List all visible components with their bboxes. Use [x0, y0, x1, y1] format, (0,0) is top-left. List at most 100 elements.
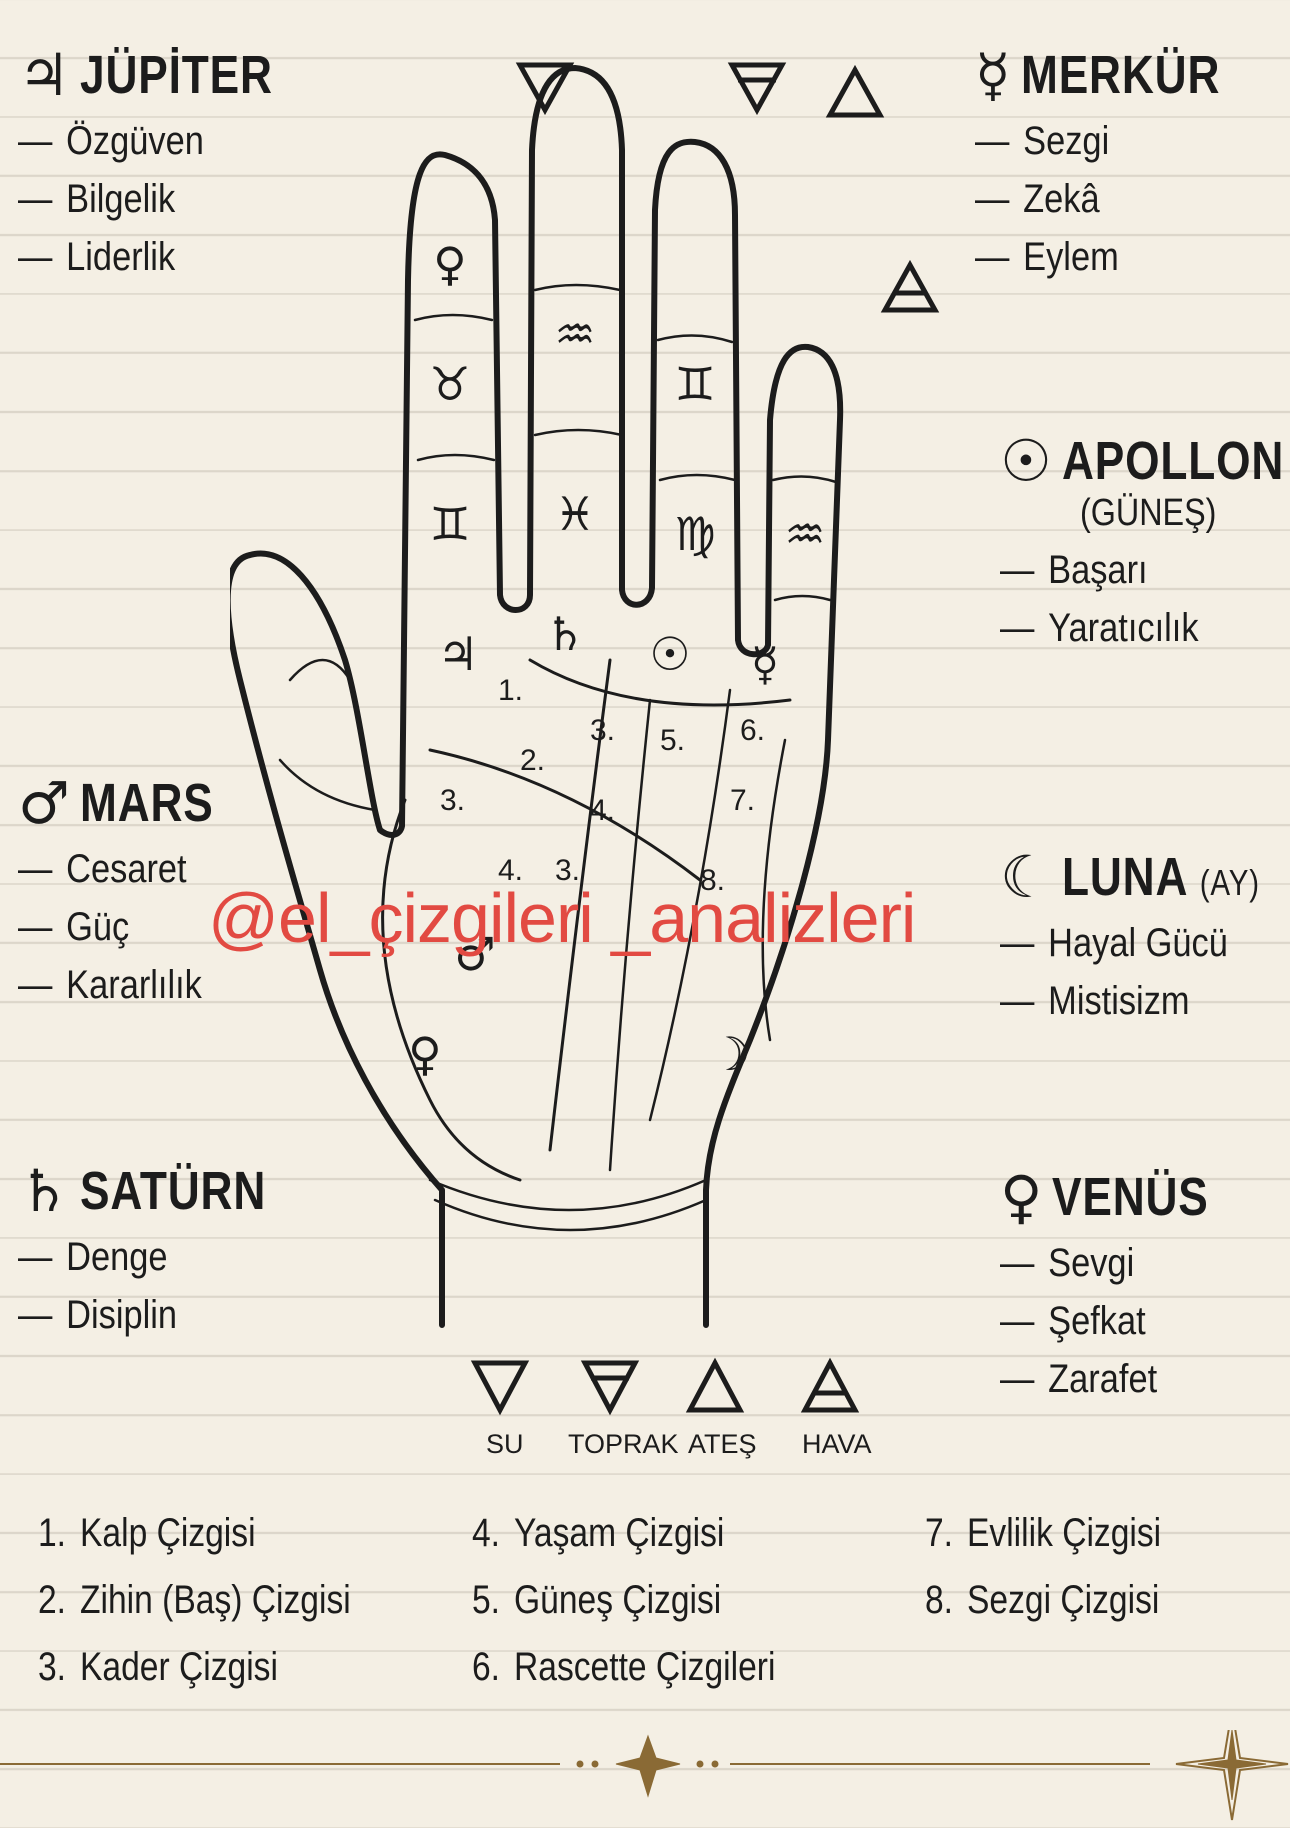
- mercury-traits: Sezgi Zekâ Eylem: [975, 112, 1264, 286]
- top-element-symbols: [515, 62, 885, 118]
- saturn-symbol-icon: ♄: [18, 1157, 70, 1225]
- mount-sign: ♂: [454, 927, 495, 981]
- apollo-trait: Başarı: [1000, 541, 1286, 599]
- water-triangle-icon: [515, 62, 575, 116]
- mars-trait: Güç: [18, 898, 212, 956]
- mars-symbol-icon: ♂: [18, 769, 70, 837]
- earth-triangle-icon: [727, 62, 787, 116]
- apollo-traits: Başarı Yaratıcılık: [1000, 541, 1290, 657]
- saturn-traits: Denge Disiplin: [18, 1228, 307, 1344]
- finger-sign: ♒: [784, 507, 825, 561]
- line-number: 2.: [520, 744, 545, 777]
- mercury-trait: Sezgi: [975, 112, 1223, 170]
- luna-title: LUNA: [1062, 847, 1187, 907]
- mount-sign: ☽: [709, 1027, 750, 1081]
- mount-sign: ♄: [544, 607, 585, 661]
- line-number: 3.: [555, 854, 580, 887]
- planet-saturn: ♄SATÜRN Denge Disiplin: [18, 1160, 307, 1344]
- venus-trait: Zarafet: [1000, 1350, 1209, 1408]
- jupiter-title: JÜPİTER: [80, 45, 273, 105]
- planet-jupiter: ♃JÜPİTER Özgüven Bilgelik Liderlik: [18, 44, 315, 286]
- line-number: 1.: [498, 674, 523, 707]
- legend-item: 1.Kalp Çizgisi: [38, 1511, 256, 1555]
- jupiter-symbol-icon: ♃: [18, 41, 70, 109]
- element-label-su: SU: [486, 1429, 524, 1459]
- mars-title: MARS: [80, 773, 214, 833]
- jupiter-traits: Özgüven Bilgelik Liderlik: [18, 112, 315, 286]
- line-number: 3.: [590, 714, 615, 747]
- luna-traits: Hayal Gücü Mistisizm: [1000, 914, 1290, 1030]
- fire-triangle-icon: [825, 64, 885, 118]
- saturn-trait: Disiplin: [18, 1286, 267, 1344]
- legend-item: 6.Rascette Çizgileri: [472, 1645, 776, 1689]
- legend-item: 4.Yaşam Çizgisi: [472, 1511, 725, 1555]
- watermark-handle: @el_çizgileri _analizleri: [208, 879, 916, 957]
- mount-sign: ♀: [408, 1027, 442, 1081]
- fate-line-2: [608, 698, 652, 1172]
- line-number: 4.: [498, 854, 523, 887]
- mercury-title: MERKÜR: [1020, 45, 1220, 105]
- saturn-title: SATÜRN: [80, 1161, 267, 1221]
- legend-item: 7.Evlilik Çizgisi: [925, 1511, 1162, 1555]
- star-icon: [615, 1734, 681, 1798]
- venus-traits: Sevgi Şefkat Zarafet: [1000, 1234, 1244, 1408]
- finger-sign: ♀: [433, 237, 467, 291]
- footer-ornament: [0, 1730, 1289, 1821]
- apollo-title: APOLLON: [1062, 431, 1285, 491]
- heart-line: [528, 658, 792, 707]
- finger-sign: ♓: [554, 487, 595, 541]
- luna-trait: Mistisizm: [1000, 972, 1261, 1030]
- luna-title-suffix: (AY): [1199, 862, 1260, 903]
- planet-venus: ♀VENÜS Sevgi Şefkat Zarafet: [1000, 1166, 1244, 1408]
- finger-sign: ♍: [674, 507, 715, 561]
- jupiter-trait: Liderlik: [18, 228, 273, 286]
- palm-illustration: ♀ ♉ ♊ ♒ ♓ ♊ ♍ ♒ ♃ ♄ ☉ ☿ ♂ ♀ ☽ 1. 2. 3. 3…: [230, 65, 844, 1328]
- element-label-hava: HAVA: [802, 1429, 872, 1459]
- hand-outline: [230, 65, 844, 1328]
- legend-item: 3.Kader Çizgisi: [38, 1645, 278, 1689]
- apollo-subtitle: (GÜNEŞ): [1080, 492, 1217, 534]
- line-number: 7.: [730, 784, 755, 817]
- air-triangle-icon: [880, 259, 940, 313]
- sun-line: [648, 688, 732, 1122]
- mount-sign: ♃: [437, 627, 478, 681]
- legend-item: 8.Sezgi Çizgisi: [925, 1578, 1160, 1622]
- line-number: 4.: [590, 794, 615, 827]
- mars-traits: Cesaret Güç Kararlılık: [18, 840, 243, 1014]
- mount-sign: ☿: [751, 637, 779, 691]
- venus-trait: Şefkat: [1000, 1292, 1209, 1350]
- sun-symbol-icon: ☉: [1000, 427, 1052, 495]
- venus-trait: Sevgi: [1000, 1234, 1209, 1292]
- legend-item: 2.Zihin (Baş) Çizgisi: [38, 1578, 351, 1622]
- mercury-trait: Zekâ: [975, 170, 1223, 228]
- mars-trait: Kararlılık: [18, 956, 212, 1014]
- finger-sign: ♉: [429, 357, 470, 411]
- life-line: [381, 798, 522, 1182]
- compass-star-icon: [1175, 1730, 1289, 1821]
- mercury-symbol-icon: ☿: [975, 41, 1011, 109]
- planet-luna: ☾LUNA (AY) Hayal Gücü Mistisizm: [1000, 846, 1290, 1030]
- fate-line: [548, 658, 612, 1152]
- head-line: [428, 748, 702, 882]
- jupiter-trait: Bilgelik: [18, 170, 273, 228]
- planet-apollo: ☉APOLLON (GÜNEŞ) Başarı Yaratıcılık: [1000, 430, 1290, 657]
- mount-sign: ☉: [649, 627, 690, 681]
- jupiter-trait: Özgüven: [18, 112, 273, 170]
- element-label-ates: ATEŞ: [688, 1429, 757, 1459]
- legend-item: 5.Güneş Çizgisi: [472, 1578, 722, 1622]
- water-triangle-icon: [470, 1360, 530, 1416]
- line-number: 6.: [740, 714, 765, 747]
- air-triangle-decoration: [880, 259, 940, 313]
- fire-triangle-icon: [685, 1357, 745, 1413]
- element-icons: [470, 1357, 860, 1416]
- moon-symbol-icon: ☾: [1000, 843, 1052, 911]
- line-number: 5.: [660, 724, 685, 757]
- mars-trait: Cesaret: [18, 840, 212, 898]
- venus-symbol-icon: ♀: [1000, 1163, 1043, 1231]
- air-triangle-icon: [800, 1357, 860, 1413]
- earth-triangle-icon: [580, 1360, 640, 1416]
- mercury-trait: Eylem: [975, 228, 1223, 286]
- venus-title: VENÜS: [1052, 1167, 1210, 1227]
- finger-sign: ♒: [554, 307, 595, 361]
- planet-mars: ♂MARS Cesaret Güç Kararlılık: [18, 772, 243, 1014]
